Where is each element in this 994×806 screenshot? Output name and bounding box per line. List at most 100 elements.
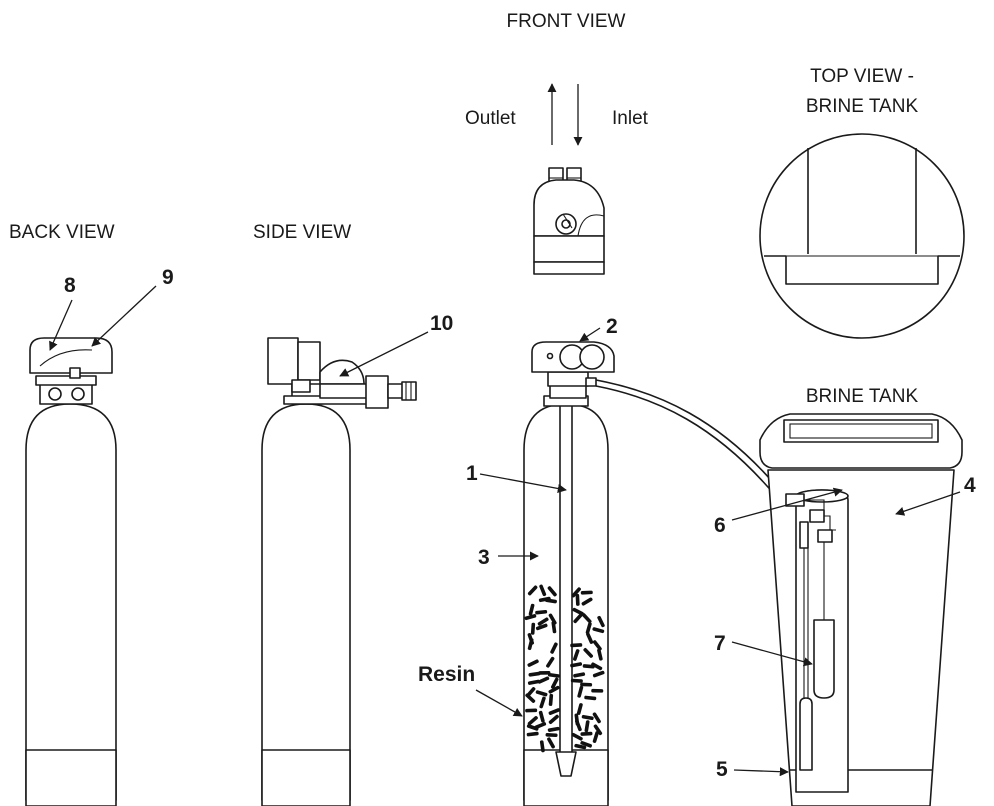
resin-bead xyxy=(524,614,537,621)
resin-bead xyxy=(575,593,580,606)
resin-bead xyxy=(580,590,593,595)
resin-bead xyxy=(592,640,602,651)
valve-head-body xyxy=(533,179,605,237)
resin-bead xyxy=(571,587,581,598)
resin-bead xyxy=(550,642,558,654)
resin-bead xyxy=(527,585,538,596)
resin-bead xyxy=(592,731,599,743)
side-bypass-valve xyxy=(365,375,389,409)
back-tank-base xyxy=(25,749,117,806)
brine-tank-label: BRINE TANK xyxy=(806,386,919,407)
resin-bead xyxy=(550,677,559,689)
leader-6 xyxy=(731,487,843,521)
resin-bead xyxy=(527,638,534,651)
resin-bead xyxy=(584,720,590,733)
resin-bead xyxy=(538,671,551,675)
back-view-tank xyxy=(25,337,117,806)
resin-bead xyxy=(544,598,557,604)
leader-8 xyxy=(49,299,73,351)
resin-bead xyxy=(571,732,583,741)
resin-bead xyxy=(573,613,583,624)
resin-bead xyxy=(535,623,548,631)
air-check xyxy=(799,697,813,771)
leader-resin xyxy=(475,689,523,717)
callout-5: 5 xyxy=(716,758,728,781)
resin-bead xyxy=(548,714,559,725)
side-tank-base xyxy=(261,749,351,806)
leader-10 xyxy=(339,331,429,377)
resin-bead xyxy=(580,741,592,748)
callout-9: 9 xyxy=(162,266,174,289)
resin-bead xyxy=(583,647,594,658)
resin-bead xyxy=(547,726,560,732)
resin-bead xyxy=(548,708,561,715)
leader-5 xyxy=(733,767,789,777)
resin-bead xyxy=(527,679,540,685)
resin-bead xyxy=(525,693,536,703)
callout-resin: Resin xyxy=(418,663,475,686)
resin-bead xyxy=(539,740,545,753)
side-tank-shell xyxy=(261,403,351,801)
resin-bead xyxy=(576,703,583,715)
resin-bead xyxy=(547,672,560,678)
resin-bead xyxy=(539,696,546,709)
resin-bead xyxy=(581,714,594,721)
callout-7: 7 xyxy=(714,632,726,655)
leader-7 xyxy=(731,641,813,667)
resin-bead xyxy=(548,685,560,694)
resin-bead xyxy=(581,597,593,606)
resin-bead xyxy=(577,685,584,698)
main-tank xyxy=(523,341,791,806)
side-view-label: SIDE VIEW xyxy=(253,222,351,243)
resin-bead xyxy=(586,632,594,644)
float xyxy=(813,619,835,699)
resin-bead xyxy=(530,622,536,635)
resin-bead xyxy=(570,678,583,683)
resin-bead xyxy=(528,671,541,677)
resin-bead xyxy=(526,724,539,731)
brine-tank-top-circle xyxy=(759,133,965,339)
resin-bead xyxy=(591,688,604,693)
resin-bead xyxy=(547,737,555,749)
resin-bead xyxy=(527,716,538,726)
resin-bead xyxy=(545,732,558,738)
front-view-label: FRONT VIEW xyxy=(507,11,626,32)
resin-bead xyxy=(570,662,583,668)
brine-tank-lid-handle xyxy=(783,419,939,443)
resin-bead xyxy=(537,617,549,626)
valve-collar xyxy=(533,261,605,275)
resin-bead xyxy=(597,648,603,661)
callout-6: 6 xyxy=(714,514,726,537)
callout-3: 3 xyxy=(478,546,490,569)
riser-tube xyxy=(559,403,573,755)
resin-bead xyxy=(551,621,557,634)
resin-bead xyxy=(592,627,605,634)
inlet-label: Inlet xyxy=(612,108,649,129)
top-view-label-line1: TOP VIEW - xyxy=(810,66,914,87)
top-view-brine-tank xyxy=(759,133,965,339)
resin-bead xyxy=(575,719,582,732)
resin-bead xyxy=(574,743,587,750)
resin-bead xyxy=(585,622,592,635)
resin-bead xyxy=(592,712,601,724)
resin-bead xyxy=(580,731,593,736)
resin-bead xyxy=(537,676,550,684)
resin-bead xyxy=(538,596,551,603)
side-head-cover xyxy=(319,359,365,385)
leader-4 xyxy=(895,491,961,516)
resin-bead xyxy=(597,615,605,628)
top-view-label-line2: BRINE TANK xyxy=(806,96,919,117)
resin-bead xyxy=(570,643,583,648)
resin-bead xyxy=(539,584,547,597)
resin-bead xyxy=(573,672,586,678)
brine-tank xyxy=(759,413,963,806)
resin-bead xyxy=(591,662,603,671)
resin-bead xyxy=(525,708,538,713)
resin-bead xyxy=(546,656,555,668)
back-tank-shell xyxy=(25,403,117,801)
callout-2: 2 xyxy=(606,315,618,338)
resin-bead xyxy=(548,693,554,706)
distributor xyxy=(555,751,577,777)
resin-bead xyxy=(527,659,539,667)
